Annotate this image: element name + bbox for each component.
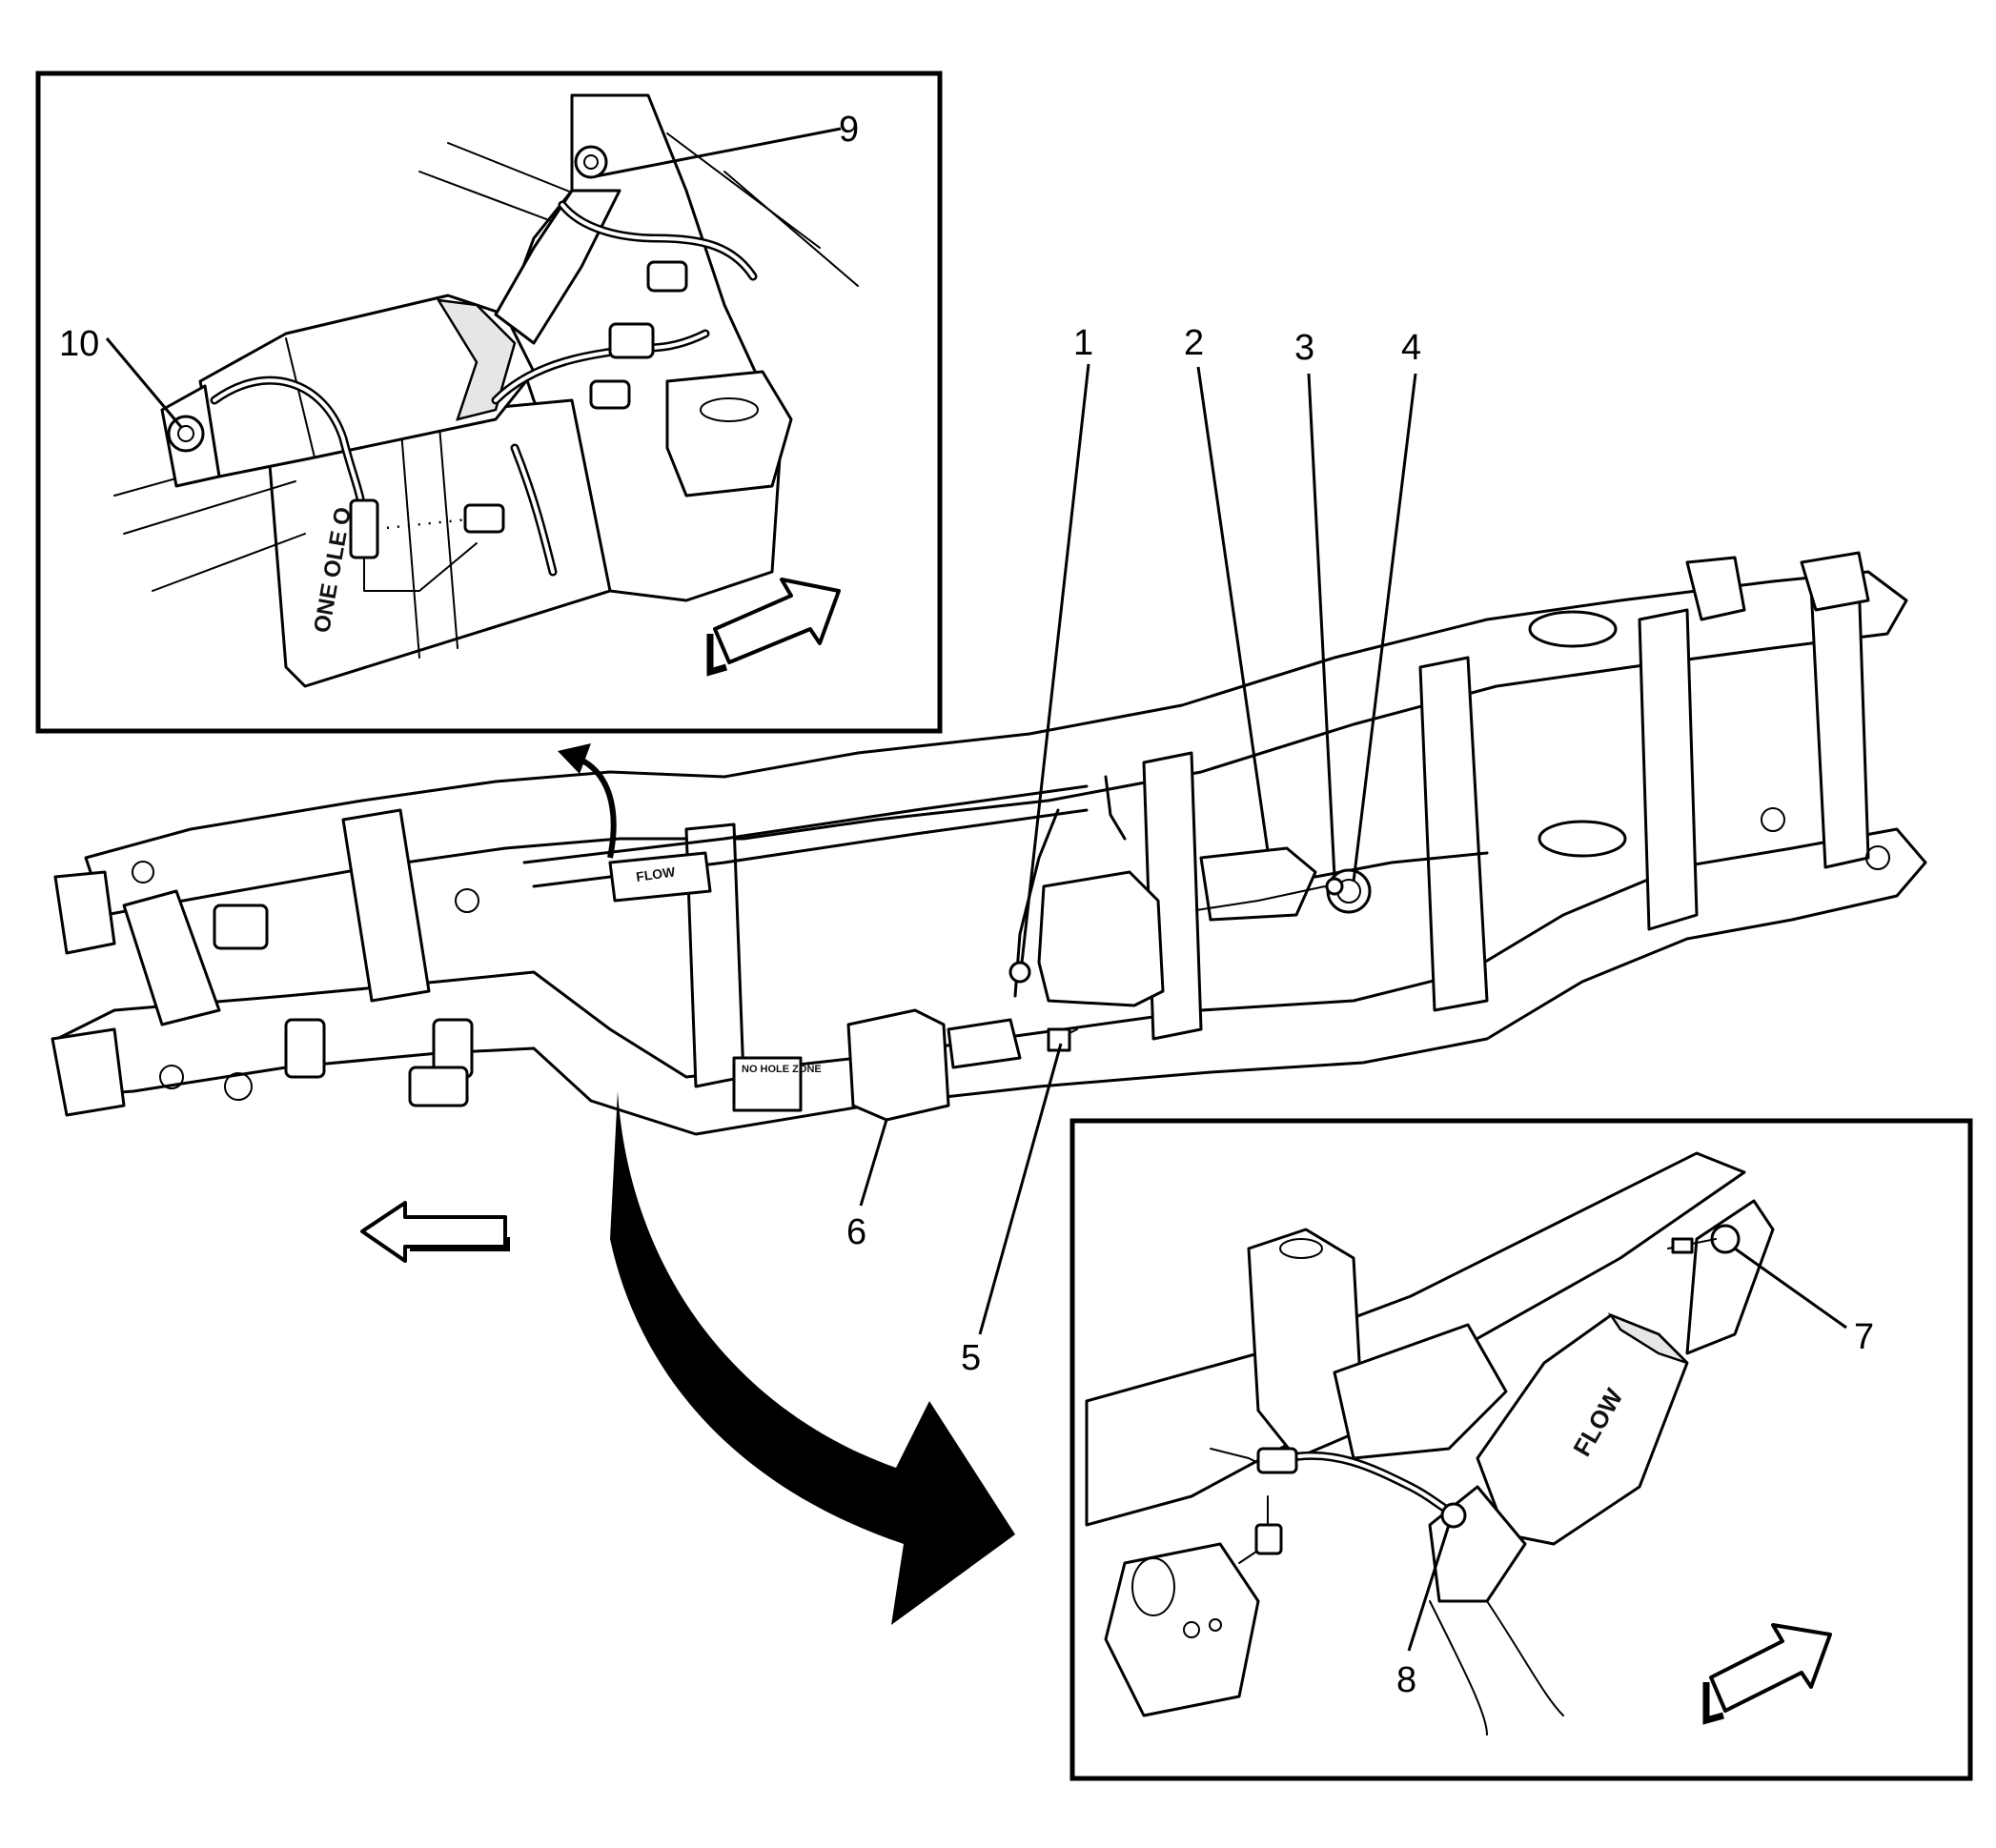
oxygen-sensor-3 xyxy=(1325,877,1344,896)
curved-pointer-arrow-icon-large xyxy=(610,1091,1015,1625)
callout-number-9: 9 xyxy=(839,110,859,150)
forward-direction-arrow-icon-bottom-inset xyxy=(1702,1623,1832,1725)
callout-number-4: 4 xyxy=(1401,328,1421,368)
evap-canister: NO HOLE ZONE xyxy=(732,1008,1022,1122)
oxygen-sensor-9 xyxy=(574,145,608,179)
oxygen-sensor-8 xyxy=(1440,1502,1467,1529)
callout-number-3: 3 xyxy=(1294,328,1314,368)
sensor-connector xyxy=(349,498,379,559)
downstream-connector xyxy=(1256,1447,1298,1474)
sensor-harness xyxy=(1008,775,1372,1052)
canister-label-stamp: NO HOLE ZONE xyxy=(742,1064,822,1075)
forward-direction-arrow-icon xyxy=(360,1201,510,1263)
oxygen-sensor-10 xyxy=(167,415,205,453)
curved-pointer-arrow-icon xyxy=(558,743,617,859)
inset-upstream-sensors: ONE OLE O xyxy=(35,71,943,734)
inset-downstream-sensors: FLOW xyxy=(1069,1118,1973,1781)
callout-number-7: 7 xyxy=(1854,1317,1874,1357)
callout-number-8: 8 xyxy=(1396,1660,1416,1700)
callout-number-6: 6 xyxy=(846,1212,866,1252)
converter-flow-stamp: FLOW xyxy=(635,863,677,884)
callout-leaders xyxy=(859,363,1417,1335)
callout-number-5: 5 xyxy=(961,1338,981,1378)
oxygen-sensor-1 xyxy=(1008,961,1031,984)
callout-number-10: 10 xyxy=(59,324,99,364)
forward-direction-arrow-icon-top-inset xyxy=(706,578,841,677)
exhaust-system: FLOW xyxy=(522,784,1489,1007)
callout-number-1: 1 xyxy=(1073,323,1093,363)
callout-number-2: 2 xyxy=(1184,323,1204,363)
